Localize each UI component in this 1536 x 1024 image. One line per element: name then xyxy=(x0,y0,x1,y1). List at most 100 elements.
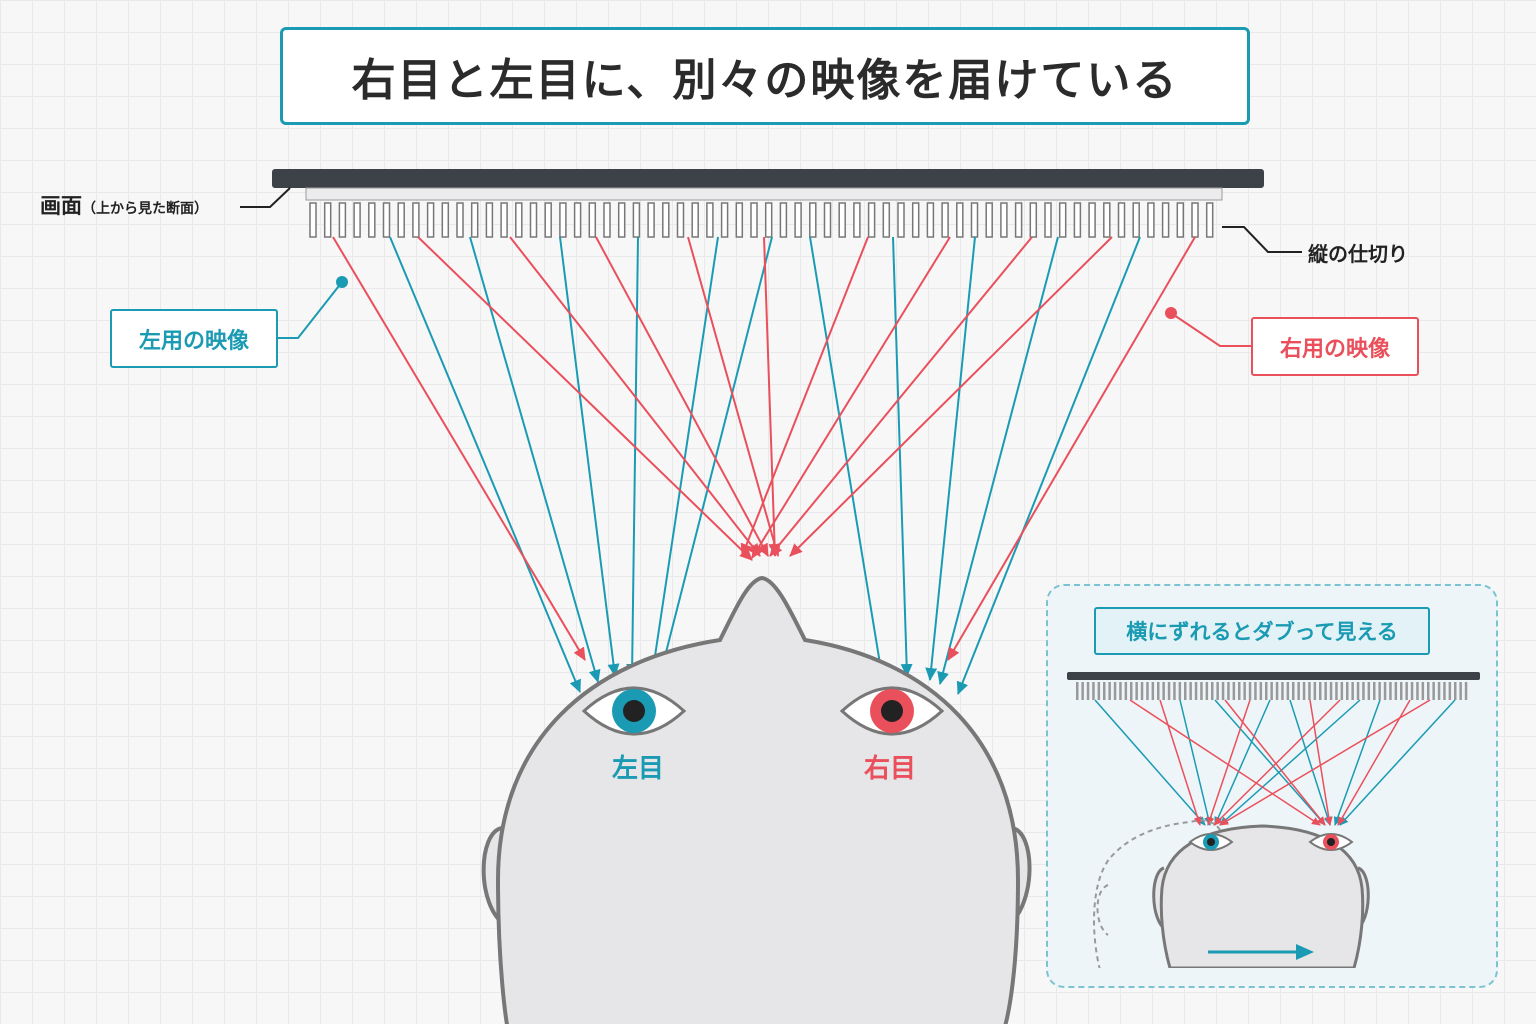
right-image-ray xyxy=(751,236,951,559)
slit xyxy=(764,202,773,238)
slit xyxy=(1029,202,1038,238)
inset-slit xyxy=(1335,682,1338,700)
slit xyxy=(911,202,920,238)
inset-right-eye xyxy=(1308,833,1354,851)
slit xyxy=(470,202,479,238)
slit xyxy=(544,202,552,238)
inset-left-ray xyxy=(1219,699,1361,826)
inset-slit xyxy=(1189,682,1192,700)
slit xyxy=(1103,202,1111,238)
inset-slit xyxy=(1362,682,1365,700)
inset-slit xyxy=(1319,682,1322,700)
inset-slit xyxy=(1437,682,1441,700)
inset-slit xyxy=(1157,682,1160,700)
inset-left-ray xyxy=(1179,699,1213,826)
slit xyxy=(323,202,332,238)
left-eye-label: 左目 xyxy=(612,754,665,784)
slit xyxy=(956,202,964,238)
right-image-ray xyxy=(763,236,781,557)
inset-slit xyxy=(1421,682,1425,700)
inset-slit xyxy=(1308,682,1311,700)
slit xyxy=(573,202,582,238)
inset-slit xyxy=(1464,682,1468,700)
inset-slit xyxy=(1211,682,1214,700)
inset-left-ray xyxy=(1333,699,1381,826)
inset-slit xyxy=(1097,682,1101,700)
inset-slit xyxy=(1167,682,1171,700)
slit xyxy=(338,202,347,238)
slit xyxy=(441,202,450,238)
slit-barrier xyxy=(309,202,1214,238)
right-image-ray xyxy=(789,236,1113,557)
left-image-ray xyxy=(659,236,773,669)
right-image-ray xyxy=(509,236,761,557)
inset-slit xyxy=(1346,682,1349,700)
slit xyxy=(617,202,626,238)
inset-slit xyxy=(1356,682,1360,700)
right-image-leader xyxy=(1170,312,1251,347)
slit xyxy=(309,202,317,238)
inset-slit xyxy=(1130,682,1133,700)
right-image-ray xyxy=(595,236,769,557)
slit xyxy=(941,202,949,238)
screen-layer xyxy=(305,187,1223,201)
inset-slit xyxy=(1092,682,1095,700)
slit xyxy=(720,202,729,238)
inset-title: 横にずれるとダブって見える xyxy=(1094,607,1430,655)
screen-label-main: 画面 xyxy=(40,194,82,218)
inset-slit xyxy=(1216,682,1219,700)
inset-slit xyxy=(1173,682,1176,700)
inset-slit xyxy=(1400,682,1403,700)
slit xyxy=(691,202,699,238)
left-image-ray xyxy=(559,236,620,677)
inset-slit xyxy=(1221,682,1225,700)
inset-slit xyxy=(1270,682,1273,700)
inset-slit xyxy=(1383,682,1387,700)
slit xyxy=(632,202,641,238)
left-image-ray xyxy=(937,236,1059,685)
inset-slit xyxy=(1454,682,1457,700)
slit xyxy=(706,202,714,238)
inset-slit xyxy=(1113,682,1117,700)
right-image-ray xyxy=(769,236,1033,557)
inset-slit xyxy=(1086,682,1090,700)
slit xyxy=(676,202,685,238)
slit xyxy=(397,202,405,238)
screen-label: 画面（上から見た断面） xyxy=(40,190,208,220)
left-image-dot xyxy=(336,276,348,288)
slit xyxy=(1088,202,1096,238)
arrow-right-icon xyxy=(1208,944,1314,960)
slit xyxy=(853,202,861,238)
right-eye-label: 右目 xyxy=(864,754,917,784)
inset-slit xyxy=(1432,682,1435,700)
inset-slit xyxy=(1108,682,1111,700)
slit xyxy=(662,202,670,238)
slit-label: 縦の仕切り xyxy=(1308,242,1408,266)
inset-screen-panel xyxy=(1067,672,1480,680)
left-eye xyxy=(581,686,687,736)
inset-slit xyxy=(1119,682,1122,700)
inset-right-ray xyxy=(1213,699,1341,826)
slit xyxy=(515,202,523,238)
inset-right-ray xyxy=(1206,699,1251,826)
inset-slit-barrier xyxy=(1076,682,1468,700)
slit xyxy=(1058,202,1067,238)
ghost-head xyxy=(1093,819,1221,968)
light-rays xyxy=(332,236,1196,695)
inset-slit xyxy=(1286,682,1290,700)
slit xyxy=(1073,202,1082,238)
slit xyxy=(1044,202,1052,238)
inset-left-ray xyxy=(1214,699,1271,826)
slit xyxy=(1132,202,1140,238)
left-image-ray xyxy=(469,236,601,683)
slit xyxy=(823,202,832,238)
slit xyxy=(985,202,993,238)
inset-slit xyxy=(1373,682,1376,700)
inset-right-ray xyxy=(1337,699,1411,826)
slit xyxy=(882,202,891,238)
inset-left-ray xyxy=(1214,699,1326,826)
slit xyxy=(500,202,508,238)
inset-head xyxy=(1159,824,1365,968)
